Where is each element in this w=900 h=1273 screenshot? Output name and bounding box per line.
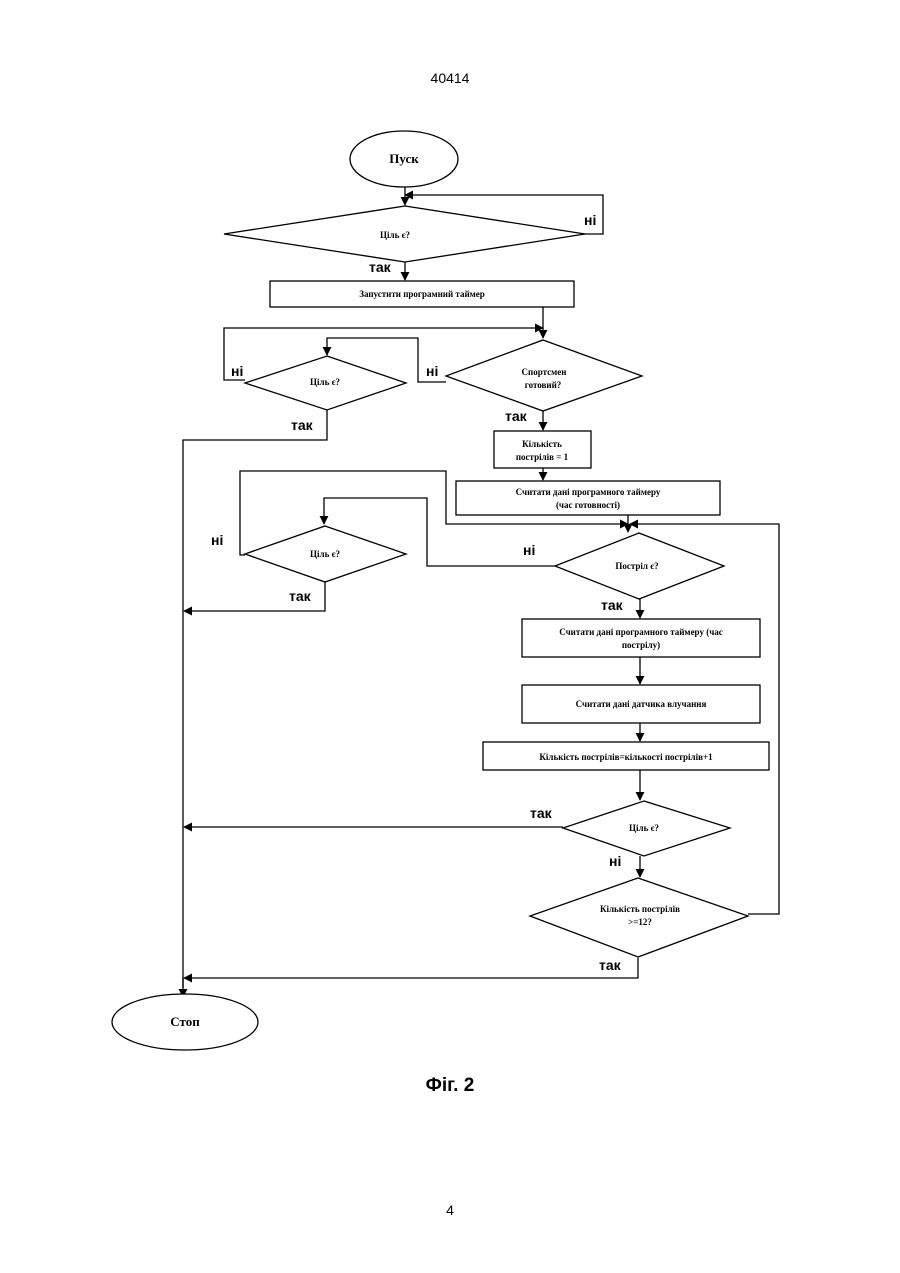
branch-no-athlete: ні bbox=[426, 363, 438, 379]
node-start-timer: Запустити програмний таймер bbox=[270, 281, 574, 307]
node-target-check-4-label: Ціль є? bbox=[629, 823, 659, 833]
node-shot-count-init-label-2: пострілів = 1 bbox=[516, 452, 569, 462]
node-start: Пуск bbox=[350, 131, 458, 187]
node-shot-limit-label-2: >=12? bbox=[628, 917, 652, 927]
node-athlete-ready: Спортсмен готовий? bbox=[446, 340, 642, 411]
node-target-check-3: Ціль є? bbox=[245, 526, 406, 582]
node-target-check-3-label: Ціль є? bbox=[310, 549, 340, 559]
node-target-check-1-label: Ціль є? bbox=[380, 230, 410, 240]
branch-no-target3: ні bbox=[211, 532, 223, 548]
connector-target2-yes bbox=[183, 410, 327, 988]
branch-yes-limit: так bbox=[599, 957, 622, 973]
node-read-timer-shot: Считати дані програмного таймеру (час по… bbox=[522, 619, 760, 657]
branch-no-target4: ні bbox=[609, 853, 621, 869]
node-target-check-4: Ціль є? bbox=[563, 801, 730, 856]
node-shot-check-label: Постріл є? bbox=[615, 561, 658, 571]
branch-no-target2: ні bbox=[231, 363, 243, 379]
node-target-check-2-label: Ціль є? bbox=[310, 377, 340, 387]
figure-caption: Фіг. 2 bbox=[0, 1075, 900, 1097]
node-target-check-1: Ціль є? bbox=[224, 206, 585, 262]
node-shot-count-init-label-1: Кількість bbox=[522, 439, 562, 449]
node-athlete-ready-label-1: Спортсмен bbox=[522, 367, 567, 377]
node-shot-count-increment-label: Кількість пострілів=кількості пострілів+… bbox=[539, 752, 713, 762]
page-footer-number: 4 bbox=[0, 1202, 900, 1218]
node-read-timer-ready: Считати дані програмного таймеру (час го… bbox=[456, 481, 720, 515]
branch-yes-target3: так bbox=[289, 588, 312, 604]
branch-yes-target4: так bbox=[530, 805, 553, 821]
branch-yes-athlete: так bbox=[505, 408, 528, 424]
branch-no-shot: ні bbox=[523, 542, 535, 558]
node-read-timer-ready-label-1: Считати дані програмного таймеру bbox=[516, 487, 661, 497]
node-stop: Стоп bbox=[112, 994, 258, 1050]
node-target-check-2: Ціль є? bbox=[245, 356, 406, 410]
node-athlete-ready-label-2: готовий? bbox=[525, 380, 562, 390]
branch-yes-target1: так bbox=[369, 259, 392, 275]
node-shot-count-init: Кількість пострілів = 1 bbox=[494, 431, 591, 468]
node-stop-label: Стоп bbox=[170, 1014, 200, 1029]
node-shot-check: Постріл є? bbox=[555, 533, 724, 599]
node-read-timer-shot-label-2: пострілу) bbox=[622, 640, 660, 650]
branch-yes-target2: так bbox=[291, 417, 314, 433]
node-start-label: Пуск bbox=[389, 151, 419, 166]
node-start-timer-label: Запустити програмний таймер bbox=[359, 289, 485, 299]
branch-labels: ні так ні ні так так ні ні так так так н… bbox=[211, 212, 624, 973]
branch-no-target1: ні bbox=[584, 212, 596, 228]
node-read-timer-shot-label-1: Считати дані програмного таймеру (час bbox=[559, 627, 723, 637]
connector-readtimer-to-shot bbox=[605, 513, 628, 532]
branch-yes-shot: так bbox=[601, 597, 624, 613]
connector-limit-yes bbox=[184, 958, 638, 978]
node-read-timer-ready-label-2: (час готовності) bbox=[556, 500, 620, 510]
node-shot-count-increment: Кількість пострілів=кількості пострілів+… bbox=[483, 742, 769, 770]
node-shot-limit: Кількість пострілів >=12? bbox=[530, 878, 748, 957]
node-read-hit-sensor-label: Считати дані датчика влучання bbox=[576, 699, 707, 709]
node-shot-limit-label-1: Кількість пострілів bbox=[600, 904, 680, 914]
node-read-hit-sensor: Считати дані датчика влучання bbox=[522, 685, 760, 723]
